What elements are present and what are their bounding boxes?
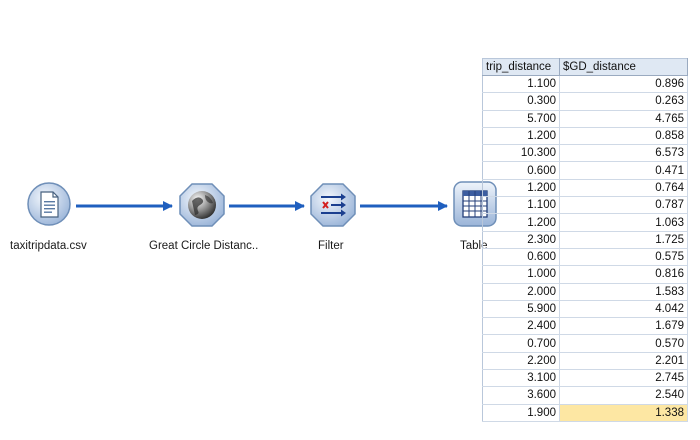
cell-trip-distance[interactable]: 0.600 [482,161,560,180]
cell-trip-distance[interactable]: 5.900 [482,300,560,319]
cell-trip-distance[interactable]: 1.200 [482,213,560,232]
cell-trip-distance[interactable]: 5.700 [482,110,560,128]
node-label: Table [460,240,488,252]
cell-gd-distance[interactable]: 1.338 [559,404,688,422]
cell-gd-distance[interactable]: 0.816 [559,265,688,284]
cell-trip-distance[interactable]: 1.100 [482,196,560,215]
node-label: Great Circle Distanc.. [149,240,259,252]
column-header-trip-distance[interactable]: trip_distance [482,58,560,76]
cell-gd-distance[interactable]: 4.042 [559,300,688,319]
cell-gd-distance[interactable]: 0.471 [559,161,688,180]
cell-gd-distance[interactable]: 2.540 [559,386,688,405]
cell-gd-distance[interactable]: 1.063 [559,213,688,232]
column-header-gd-distance[interactable]: $GD_distance [559,58,688,76]
cell-gd-distance[interactable]: 6.573 [559,144,688,163]
cell-gd-distance[interactable]: 0.787 [559,196,688,215]
cell-trip-distance[interactable]: 2.300 [482,231,560,249]
globe-icon [179,183,225,227]
cell-gd-distance[interactable]: 0.575 [559,248,688,267]
cell-trip-distance[interactable]: 2.400 [482,317,560,336]
cell-gd-distance[interactable]: 0.896 [559,75,688,94]
cell-gd-distance[interactable]: 4.765 [559,110,688,128]
cell-trip-distance[interactable]: 0.700 [482,334,560,353]
cell-trip-distance[interactable]: 1.200 [482,179,560,198]
cell-trip-distance[interactable]: 1.000 [482,265,560,284]
cell-gd-distance[interactable]: 0.764 [559,179,688,198]
cell-trip-distance[interactable]: 1.200 [482,127,560,146]
cell-trip-distance[interactable]: 3.100 [482,369,560,388]
cell-gd-distance[interactable]: 1.679 [559,317,688,336]
node-label: Filter [318,240,344,252]
cell-trip-distance[interactable]: 0.600 [482,248,560,267]
cell-trip-distance[interactable]: 3.600 [482,386,560,405]
table-header-row: trip_distance $GD_distance [482,58,688,76]
cell-trip-distance[interactable]: 10.300 [482,144,560,163]
cell-gd-distance[interactable]: 2.745 [559,369,688,388]
filter-icon [310,183,356,227]
cell-trip-distance[interactable]: 2.200 [482,352,560,371]
cell-gd-distance[interactable]: 0.858 [559,127,688,146]
csv-file-source-icon [27,182,71,226]
cell-trip-distance[interactable]: 0.300 [482,92,560,111]
node-label: taxitripdata.csv [10,240,87,252]
cell-trip-distance[interactable]: 1.100 [482,75,560,94]
cell-trip-distance[interactable]: 1.900 [482,404,560,422]
cell-gd-distance[interactable]: 0.570 [559,334,688,353]
cell-gd-distance[interactable]: 0.263 [559,92,688,111]
cell-gd-distance[interactable]: 2.201 [559,352,688,371]
cell-trip-distance[interactable]: 2.000 [482,283,560,301]
cell-gd-distance[interactable]: 1.583 [559,283,688,301]
cell-gd-distance[interactable]: 1.725 [559,231,688,249]
